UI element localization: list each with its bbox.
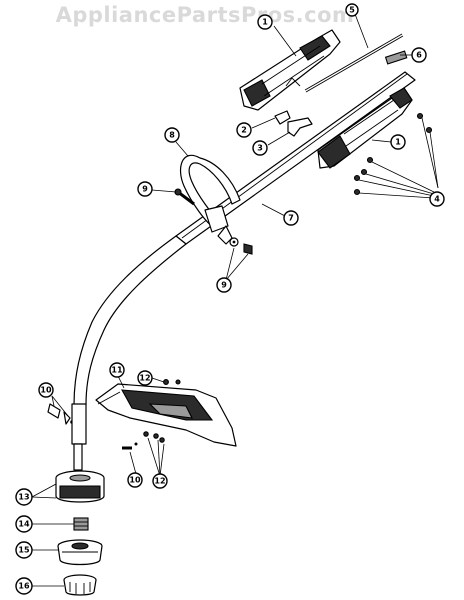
callout-label: 16 — [18, 582, 30, 591]
callout-8: 8 — [164, 127, 180, 143]
callout-12-lower: 12 — [152, 473, 168, 489]
callout-label: 1 — [262, 18, 268, 27]
callout-11: 11 — [109, 362, 125, 378]
callout-label: 7 — [288, 214, 294, 223]
callouts: 1 5 6 2 3 1 8 9 — [15, 3, 445, 595]
assist-handle-8 — [179, 154, 241, 245]
callout-label: 11 — [111, 366, 123, 375]
handle-housing-lower-1 — [317, 87, 413, 169]
callout-label: 12 — [139, 374, 150, 383]
part-clip-2 — [274, 110, 291, 125]
part-wire-5 — [304, 33, 404, 93]
callout-label: 10 — [129, 476, 141, 485]
callout-label: 10 — [40, 386, 52, 395]
callout-label: 9 — [142, 185, 148, 194]
spool-housing-13 — [55, 470, 105, 503]
callout-4: 4 — [429, 191, 445, 207]
leader-lines — [31, 13, 412, 587]
callout-label: 2 — [241, 126, 247, 135]
curved-lower-shaft — [73, 235, 187, 406]
nut-washer-9-lower — [229, 237, 253, 255]
callout-label: 14 — [18, 520, 30, 529]
part-trigger-3 — [287, 117, 313, 137]
callout-16: 16 — [15, 577, 33, 595]
callout-label: 5 — [349, 6, 355, 15]
callout-label: 6 — [416, 51, 422, 60]
callout-5: 5 — [345, 3, 359, 17]
callout-label: 8 — [169, 131, 175, 140]
bump-knob-16 — [63, 574, 97, 596]
callout-1-lower: 1 — [390, 134, 406, 150]
callout-6: 6 — [411, 47, 427, 63]
screw-10-lower — [122, 442, 138, 450]
callout-label: 1 — [395, 138, 401, 147]
callout-15: 15 — [15, 541, 33, 559]
drive-tube — [71, 403, 87, 471]
handle-housing-upper-1 — [239, 29, 341, 111]
part-pin-6 — [384, 50, 408, 65]
callout-9-lower: 9 — [216, 277, 232, 293]
callout-10-lower: 10 — [127, 472, 143, 488]
watermark-text: AppliancePartsPros.com — [56, 3, 355, 27]
callout-label: 13 — [18, 493, 29, 502]
callout-2: 2 — [236, 122, 252, 138]
callout-7: 7 — [283, 210, 299, 226]
callout-12-upper: 12 — [137, 370, 153, 386]
callout-label: 9 — [221, 281, 227, 290]
callout-10-left: 10 — [38, 382, 54, 398]
callout-label: 3 — [257, 144, 263, 153]
callout-label: 15 — [18, 546, 30, 555]
screws-4 — [353, 112, 439, 199]
spring-14 — [73, 517, 89, 531]
callout-13: 13 — [15, 488, 33, 506]
trimmer-guard-11 — [95, 383, 237, 447]
callout-9-upper: 9 — [137, 181, 153, 197]
callout-label: 4 — [434, 195, 440, 204]
callout-1-upper: 1 — [257, 14, 273, 30]
screws-12 — [143, 379, 181, 443]
callout-14: 14 — [15, 515, 33, 533]
callout-3: 3 — [252, 140, 268, 156]
spool-15 — [57, 539, 103, 566]
callout-label: 12 — [154, 477, 165, 486]
